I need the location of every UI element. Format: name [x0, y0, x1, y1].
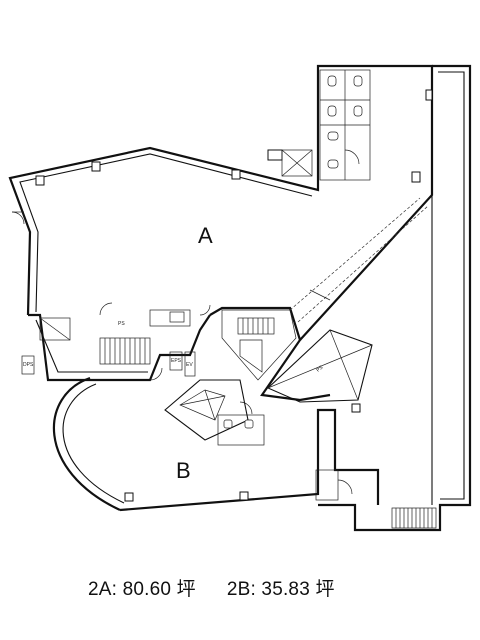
- column: [351, 403, 361, 413]
- restroom-core: [281, 69, 371, 181]
- zone-a-outer-wall: [8, 64, 434, 341]
- column: [267, 149, 283, 161]
- sink-fixture: [327, 159, 339, 169]
- zone-b-area-separator: :: [250, 579, 256, 600]
- column: [239, 491, 249, 501]
- floor-plan: PS EV EPS DPS: [8, 64, 472, 532]
- eps-label: EPS: [171, 358, 182, 364]
- diagonal-corridor: [289, 197, 429, 323]
- outer-walls: [8, 64, 472, 532]
- zone-b-curved-inner: [62, 383, 125, 504]
- door-swing: [149, 367, 163, 381]
- toilet-fixture: [327, 75, 337, 87]
- zone-b-label: B: [176, 458, 191, 483]
- zone-b-area-name: 2B: [226, 579, 251, 600]
- area-caption: 2A: 80.60 坪 2B: 35.83 坪: [88, 574, 335, 600]
- ps-label: PS: [118, 321, 125, 327]
- right-block-wall: [318, 64, 472, 532]
- zone-a-area-unit: 坪: [176, 579, 196, 600]
- column: [35, 175, 45, 186]
- door-swing: [344, 149, 360, 165]
- zone-a-area-separator: :: [111, 579, 118, 600]
- ps-label-2: PS: [315, 364, 324, 373]
- left-band-wall: [28, 313, 211, 382]
- zone-a-area-name: 2A: [88, 579, 112, 600]
- columns: [35, 89, 433, 502]
- zone-a-area-value: 80.60: [122, 579, 172, 600]
- column: [231, 169, 241, 180]
- sink-fixture: [327, 131, 339, 141]
- diagonal-partition-wall: [209, 306, 331, 402]
- zone-a-label: A: [198, 223, 213, 248]
- ev-label: EV: [186, 362, 193, 368]
- zone-b-curved-wall: [52, 376, 121, 511]
- atrium-void: PS: [267, 329, 373, 403]
- zone-a-inner-wall-line: [19, 153, 313, 313]
- doors: [11, 211, 163, 381]
- column: [124, 492, 134, 502]
- central-core: EV EPS DPS: [21, 309, 297, 446]
- zone-b-area-value: 35.83: [261, 579, 310, 600]
- dps-label: DPS: [23, 362, 34, 368]
- toilet-fixture: [327, 105, 337, 117]
- toilet-fixture: [353, 105, 363, 117]
- right-block-inner-wall: [438, 71, 465, 500]
- column: [91, 161, 101, 172]
- exterior-stair: [315, 469, 437, 529]
- zone-b-area-unit: 坪: [315, 579, 335, 600]
- column: [425, 89, 433, 101]
- left-stair: PS: [39, 302, 211, 365]
- zone-b-bottom-wall: [119, 408, 380, 512]
- column: [411, 171, 421, 183]
- left-band-inner: [35, 319, 148, 373]
- toilet-fixture: [353, 75, 363, 87]
